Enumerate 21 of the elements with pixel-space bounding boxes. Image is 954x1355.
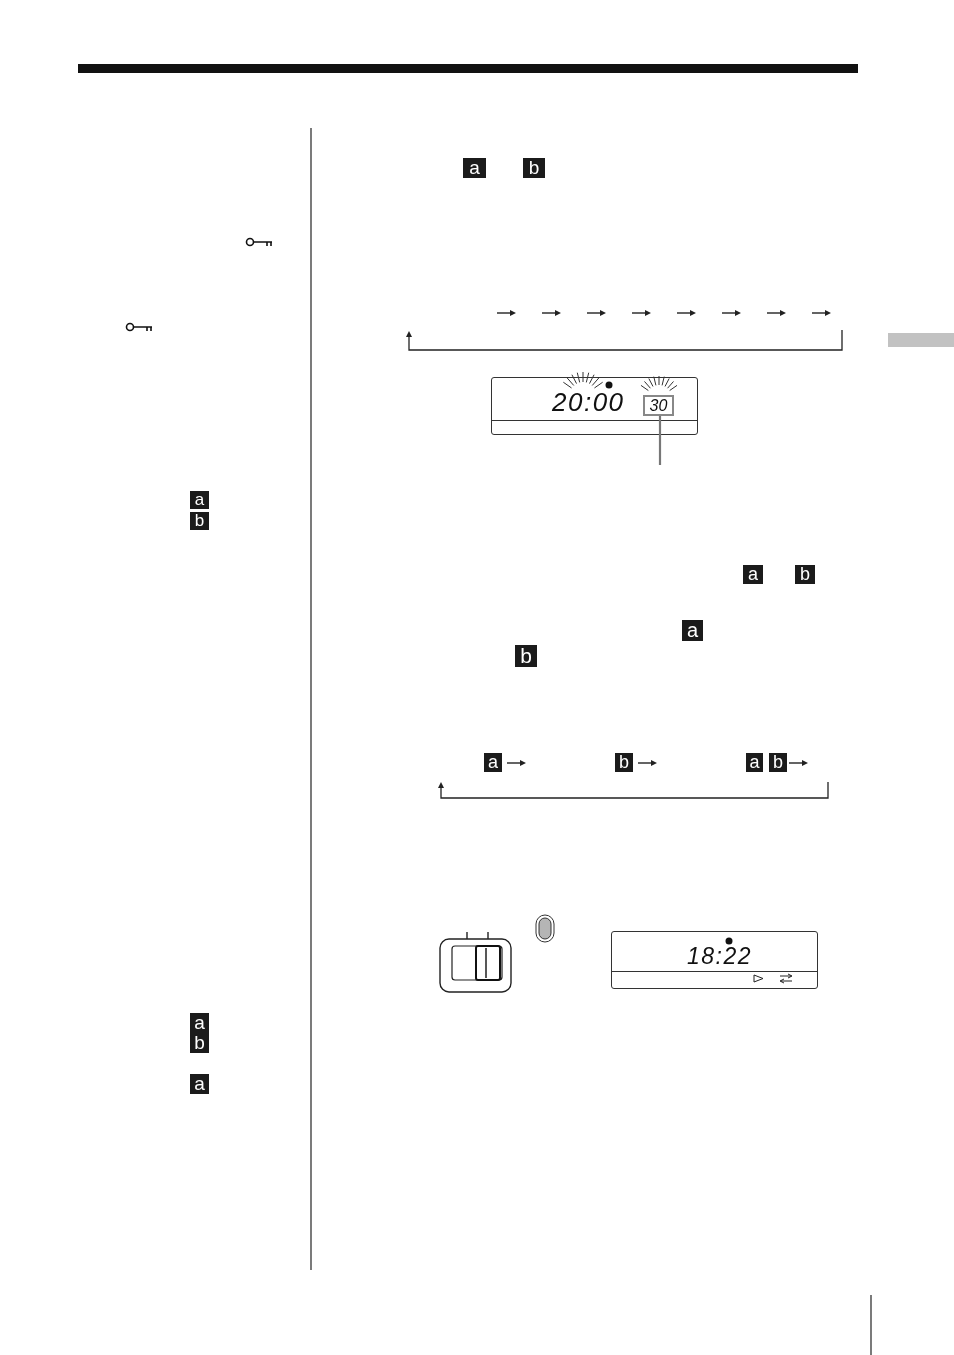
letter-badge: a <box>743 565 763 584</box>
letter-badge: b <box>615 753 633 772</box>
letter-badge: a <box>190 1074 209 1094</box>
highlighted-readout: 30 <box>643 395 674 416</box>
letter-badge: a <box>190 491 209 509</box>
letter-badge: a <box>484 753 502 772</box>
letter-badge: b <box>515 645 537 667</box>
letter-badge: b <box>190 512 209 530</box>
letter-badge: b <box>795 565 815 584</box>
lcd-display <box>611 931 818 989</box>
letter-badge: b <box>190 1033 209 1053</box>
letter-badge: a <box>682 620 703 641</box>
letter-badge: a <box>746 753 763 772</box>
lcd-time-readout: 18:22 <box>687 945 753 968</box>
letter-badge: a <box>463 158 486 178</box>
lcd-display <box>491 377 698 435</box>
leader-line <box>658 416 662 465</box>
letter-badge: b <box>769 753 787 772</box>
lcd-time-readout: 20:00 <box>552 389 625 415</box>
letter-badge: b <box>523 158 545 178</box>
letter-badge: a <box>190 1013 209 1033</box>
